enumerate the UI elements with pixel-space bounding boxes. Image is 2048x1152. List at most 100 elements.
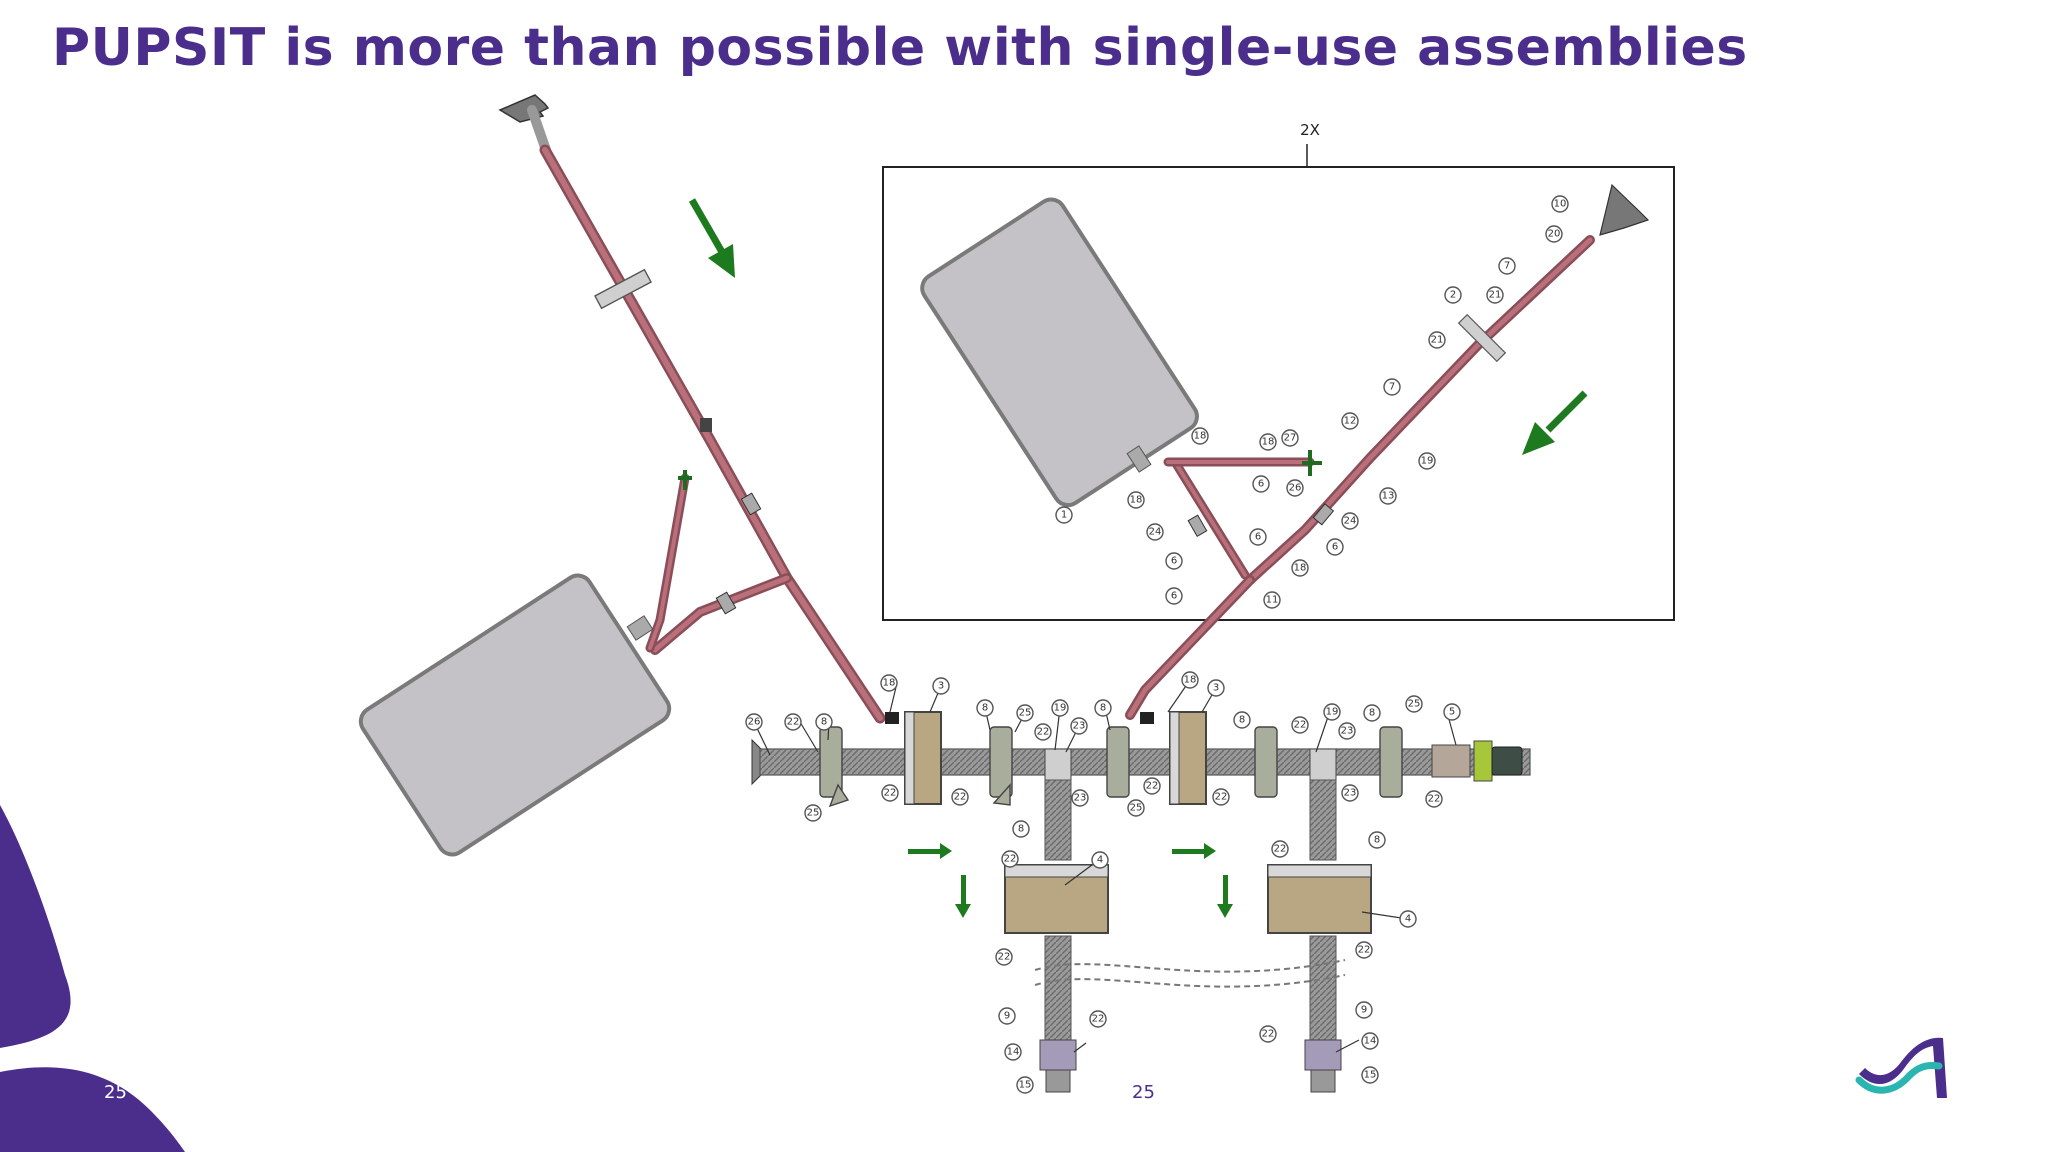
callout: 22 bbox=[1271, 840, 1289, 858]
svg-text:19: 19 bbox=[1054, 703, 1067, 714]
flow-arrows-small bbox=[908, 843, 1233, 918]
callout: 18 bbox=[1181, 671, 1199, 689]
svg-text:22: 22 bbox=[884, 788, 897, 799]
svg-text:27: 27 bbox=[1284, 433, 1297, 444]
callout: 14 bbox=[1361, 1032, 1379, 1050]
callout: 6 bbox=[1252, 475, 1270, 493]
callout: 23 bbox=[1341, 784, 1359, 802]
svg-text:8: 8 bbox=[821, 717, 827, 728]
svg-text:26: 26 bbox=[1289, 483, 1302, 494]
svg-text:22: 22 bbox=[1428, 794, 1441, 805]
manifold-legs bbox=[1004, 779, 1372, 1093]
callout: 22 bbox=[1034, 723, 1052, 741]
svg-text:7: 7 bbox=[1504, 261, 1510, 272]
callout: 3 bbox=[932, 677, 950, 695]
callout: 27 bbox=[1281, 429, 1299, 447]
vent-filter-assembly bbox=[498, 94, 899, 724]
svg-text:23: 23 bbox=[1341, 726, 1354, 737]
callout: 10 bbox=[1551, 195, 1569, 213]
left-process-bag bbox=[358, 573, 672, 857]
callout: 7 bbox=[1383, 378, 1401, 396]
svg-text:7: 7 bbox=[1389, 382, 1395, 393]
svg-text:22: 22 bbox=[954, 792, 967, 803]
svg-text:13: 13 bbox=[1382, 491, 1395, 502]
flow-arrow-icon bbox=[688, 198, 735, 278]
svg-text:25: 25 bbox=[1408, 699, 1421, 710]
svg-text:5: 5 bbox=[1449, 707, 1455, 718]
callout: 8 bbox=[1368, 831, 1386, 849]
callout: 23 bbox=[1338, 722, 1356, 740]
callout: 26 bbox=[1286, 479, 1304, 497]
svg-text:8: 8 bbox=[1100, 703, 1106, 714]
callout: 6 bbox=[1249, 528, 1267, 546]
callout: 22 bbox=[1259, 1025, 1277, 1043]
svg-text:8: 8 bbox=[982, 703, 988, 714]
svg-text:19: 19 bbox=[1421, 456, 1434, 467]
callout: 8 bbox=[1363, 704, 1381, 722]
svg-text:8: 8 bbox=[1369, 708, 1375, 719]
inset-detail-frame bbox=[882, 166, 1675, 621]
svg-text:9: 9 bbox=[1004, 1011, 1010, 1022]
callout: 18 bbox=[1259, 433, 1277, 451]
callout: 15 bbox=[1016, 1076, 1034, 1094]
callout: 11 bbox=[1263, 591, 1281, 609]
svg-text:3: 3 bbox=[938, 681, 944, 692]
svg-text:8: 8 bbox=[1018, 824, 1024, 835]
callout: 19 bbox=[1323, 703, 1341, 721]
callout: 22 bbox=[881, 784, 899, 802]
inset-multiplier-label: 2X bbox=[1300, 121, 1320, 139]
svg-text:18: 18 bbox=[883, 678, 896, 689]
inset-bag bbox=[920, 197, 1199, 508]
svg-text:9: 9 bbox=[1361, 1005, 1367, 1016]
svg-text:15: 15 bbox=[1019, 1080, 1032, 1091]
svg-text:22: 22 bbox=[998, 952, 1011, 963]
callout: 24 bbox=[1146, 523, 1164, 541]
svg-text:21: 21 bbox=[1489, 290, 1502, 301]
brand-wave-logo bbox=[1855, 1037, 1947, 1098]
callout: 18 bbox=[880, 674, 898, 692]
part-callouts: 18 3 26 22 8 8 25 19 23 22 22 25 22 23 8… bbox=[745, 195, 1569, 1094]
svg-text:24: 24 bbox=[1149, 527, 1162, 538]
callout: 22 bbox=[1425, 790, 1443, 808]
svg-text:19: 19 bbox=[1326, 707, 1339, 718]
svg-text:15: 15 bbox=[1364, 1070, 1377, 1081]
svg-text:20: 20 bbox=[1548, 229, 1561, 240]
page-number-center: 25 bbox=[1132, 1082, 1155, 1103]
svg-text:6: 6 bbox=[1332, 542, 1338, 553]
svg-text:23: 23 bbox=[1073, 721, 1086, 732]
callout: 22 bbox=[1001, 850, 1019, 868]
svg-text:22: 22 bbox=[1004, 854, 1017, 865]
svg-text:14: 14 bbox=[1364, 1036, 1377, 1047]
callout: 22 bbox=[1291, 716, 1309, 734]
svg-text:26: 26 bbox=[748, 717, 761, 728]
svg-text:24: 24 bbox=[1344, 516, 1357, 527]
callout: 5 bbox=[1443, 703, 1461, 721]
svg-text:23: 23 bbox=[1074, 793, 1087, 804]
svg-text:22: 22 bbox=[1262, 1029, 1275, 1040]
callout: 12 bbox=[1341, 412, 1359, 430]
svg-text:3: 3 bbox=[1213, 683, 1219, 694]
callout: 6 bbox=[1326, 538, 1344, 556]
svg-text:4: 4 bbox=[1097, 855, 1103, 866]
callout: 1 bbox=[1055, 506, 1073, 524]
svg-text:4: 4 bbox=[1405, 914, 1411, 925]
callout: 23 bbox=[1071, 789, 1089, 807]
svg-text:1: 1 bbox=[1061, 510, 1067, 521]
svg-text:22: 22 bbox=[1037, 727, 1050, 738]
callout: 4 bbox=[1091, 851, 1109, 869]
callout: 18 bbox=[1127, 491, 1145, 509]
capsule-filter bbox=[594, 268, 652, 310]
callout: 14 bbox=[1004, 1043, 1022, 1061]
svg-text:22: 22 bbox=[1146, 781, 1159, 792]
svg-text:22: 22 bbox=[1358, 945, 1371, 956]
callout: 20 bbox=[1545, 225, 1563, 243]
callout: 22 bbox=[1212, 788, 1230, 806]
callout: 8 bbox=[976, 699, 994, 717]
svg-text:22: 22 bbox=[1294, 720, 1307, 731]
callout: 6 bbox=[1165, 552, 1183, 570]
svg-text:10: 10 bbox=[1554, 199, 1567, 210]
callout: 21 bbox=[1486, 286, 1504, 304]
page-number-left: 25 bbox=[104, 1082, 127, 1103]
svg-text:2: 2 bbox=[1450, 290, 1456, 301]
